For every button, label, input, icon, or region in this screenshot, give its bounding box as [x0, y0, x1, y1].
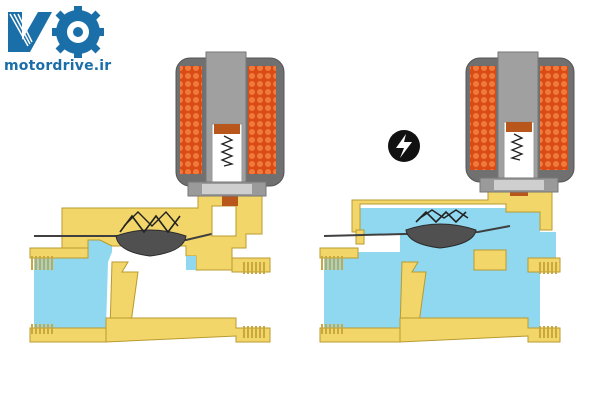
coil-left [175, 51, 285, 206]
coil-right [465, 51, 575, 196]
diaphragm-right [405, 209, 477, 249]
valve-closed [29, 51, 285, 343]
brand-name: motordrive.ir [4, 58, 112, 74]
diaphragm-left [115, 210, 187, 257]
valve-open [319, 51, 575, 343]
lightning-bolt-icon [388, 130, 420, 162]
gear-logo-icon [8, 6, 104, 58]
brand-logo [8, 6, 104, 58]
valve-body-right [319, 189, 561, 343]
fluid-inlet-left [34, 236, 112, 328]
